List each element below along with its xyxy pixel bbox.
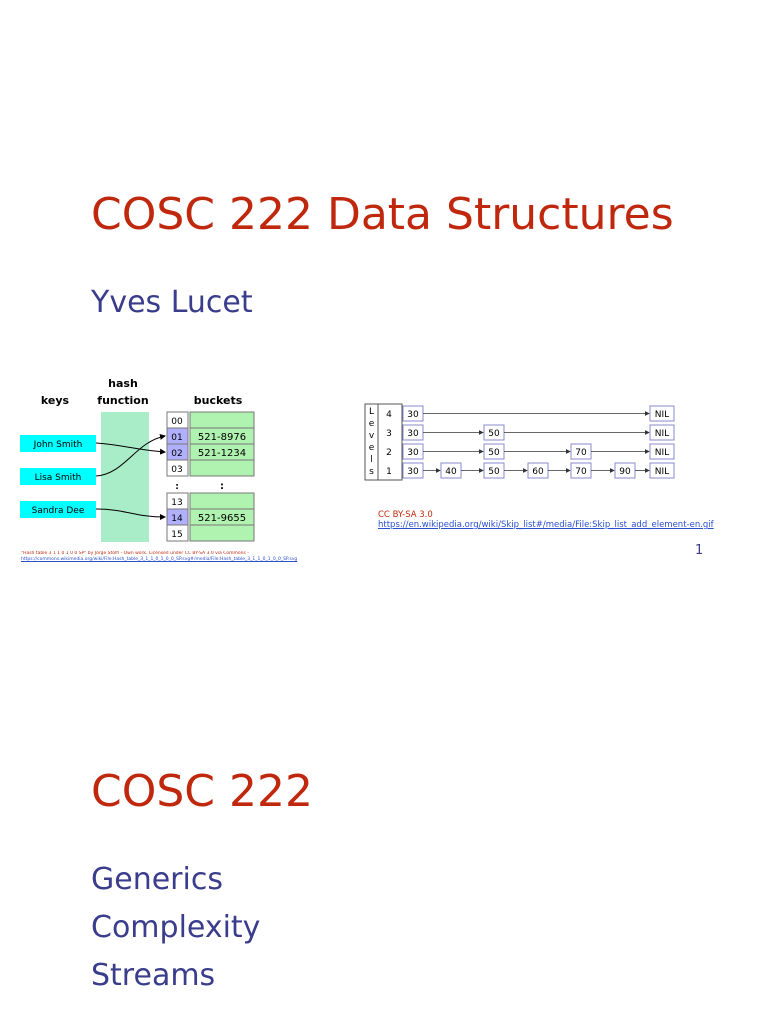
key-label-john: John Smith: [33, 440, 83, 450]
svg-text:2: 2: [386, 448, 392, 458]
hash-credit-link[interactable]: https://commons.wikimedia.org/wiki/File:…: [21, 557, 298, 562]
skip-level2-nodes: 50 70: [483, 443, 592, 460]
svg-text::: :: [175, 482, 179, 492]
svg-text:03: 03: [171, 465, 182, 475]
keys-header: keys: [41, 394, 70, 407]
hash-table-figure: keys hash function buckets John Smith Li…: [20, 377, 255, 542]
svg-text:L: L: [369, 407, 374, 417]
skip-list-figure: L e v e l s 4 3 2 1 30 30 30 30 40 50 60…: [364, 403, 675, 481]
svg-text:50: 50: [488, 467, 500, 477]
svg-text:60: 60: [532, 467, 544, 477]
svg-text:30: 30: [407, 410, 419, 420]
level-numbers: 4 3 2 1: [386, 410, 392, 477]
svg-text:01: 01: [171, 433, 182, 443]
svg-text:15: 15: [171, 530, 182, 540]
hash-arrows: [95, 434, 166, 520]
svg-text:1: 1: [386, 467, 392, 477]
svg-text:NIL: NIL: [655, 410, 669, 420]
slide1-title: COSC 222 Data Structures: [91, 189, 674, 240]
svg-text:NIL: NIL: [655, 448, 669, 458]
skip-level1-nodes: 40 50 60 70 90: [440, 462, 636, 479]
skip-license: CC BY-SA 3.0: [378, 510, 433, 520]
svg-text:521-8976: 521-8976: [198, 432, 246, 443]
bucket-index-column: 00 01 02 03 : 13 14 15: [166, 411, 189, 542]
buckets-header: buckets: [194, 394, 243, 407]
topic-streams: Streams: [91, 958, 216, 993]
page-number: 1: [695, 543, 704, 558]
svg-text:NIL: NIL: [655, 429, 669, 439]
svg-text:s: s: [369, 467, 374, 477]
svg-text:30: 30: [407, 467, 419, 477]
svg-text:30: 30: [407, 448, 419, 458]
svg-text::: :: [220, 481, 224, 492]
svg-text:50: 50: [488, 448, 500, 458]
key-label-sandra: Sandra Dee: [32, 506, 85, 516]
key-box-john: [20, 435, 96, 452]
svg-text:14: 14: [171, 514, 183, 524]
svg-text:13: 13: [171, 498, 182, 508]
svg-text:521-1234: 521-1234: [198, 448, 246, 459]
svg-text:70: 70: [575, 467, 587, 477]
svg-text:3: 3: [386, 429, 392, 439]
skip-level3-nodes: 50: [483, 424, 505, 441]
hash-function-column: [101, 412, 149, 542]
topic-complexity: Complexity: [91, 910, 261, 945]
key-label-lisa: Lisa Smith: [35, 473, 82, 483]
hash-figure-credit: "Hash table 3 1 1 0 1 0 0 SP" by Jorge S…: [21, 551, 351, 563]
svg-text:v: v: [369, 431, 375, 441]
svg-text:e: e: [369, 419, 375, 429]
svg-text:30: 30: [407, 429, 419, 439]
skip-pointers: [423, 411, 650, 473]
svg-text:70: 70: [575, 448, 587, 458]
levels-letters: L e v e l s: [369, 407, 375, 477]
skip-head-column: 30 30 30 30: [402, 405, 424, 479]
skip-figure-credit: CC BY-SA 3.0 https://en.wikipedia.org/wi…: [378, 510, 714, 530]
hash-header-line1: hash: [108, 377, 138, 390]
svg-text:02: 02: [171, 449, 182, 459]
key-box-sandra: [20, 501, 96, 518]
skip-nil-column: NIL NIL NIL NIL: [649, 405, 675, 479]
slide1-author: Yves Lucet: [91, 285, 253, 320]
svg-text:e: e: [369, 443, 375, 453]
level-numbers-box: [377, 403, 403, 481]
topic-list: Generics Complexity Streams: [91, 856, 260, 1000]
svg-text:90: 90: [619, 467, 631, 477]
slide2-title: COSC 222: [91, 766, 313, 817]
svg-text:00: 00: [171, 417, 183, 427]
svg-text:50: 50: [488, 429, 500, 439]
hash-header-line2: function: [97, 394, 148, 407]
key-box-lisa: [20, 468, 96, 485]
bucket-value-column: 521-8976 521-1234 : 521-9655: [189, 411, 255, 542]
skip-link[interactable]: https://en.wikipedia.org/wiki/Skip_list#…: [378, 520, 714, 530]
svg-text:521-9655: 521-9655: [198, 513, 246, 524]
svg-text:l: l: [370, 455, 373, 465]
svg-text:40: 40: [445, 467, 457, 477]
hash-credit-text: "Hash table 3 1 1 0 1 0 0 SP" by Jorge S…: [21, 551, 249, 556]
topic-generics: Generics: [91, 862, 223, 897]
svg-text:NIL: NIL: [655, 467, 669, 477]
svg-text:4: 4: [386, 410, 392, 420]
